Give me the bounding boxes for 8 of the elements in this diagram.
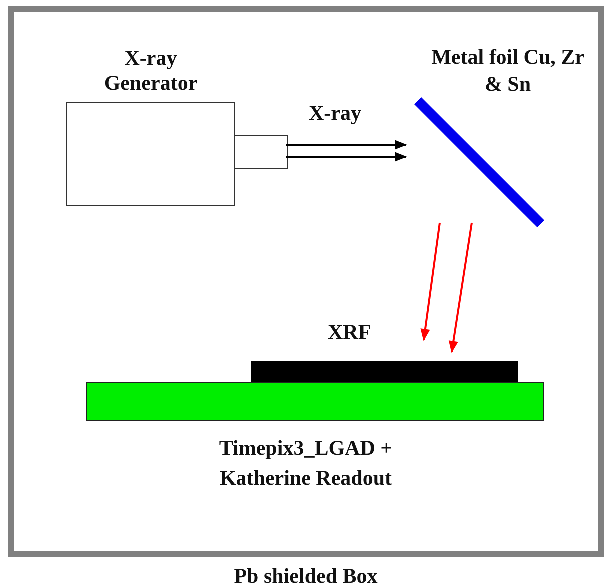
arrow [448,222,473,354]
detector-label: Timepix3_LGAD + Katherine Readout [218,435,394,492]
foil-label: Metal foil Cu, Zr & Sn [430,44,586,98]
arrow [286,140,408,150]
generator-label: X-ray Generator [103,46,199,96]
box-title: Pb shielded Box [233,563,379,588]
arrow [420,222,441,342]
arrow [286,152,408,162]
